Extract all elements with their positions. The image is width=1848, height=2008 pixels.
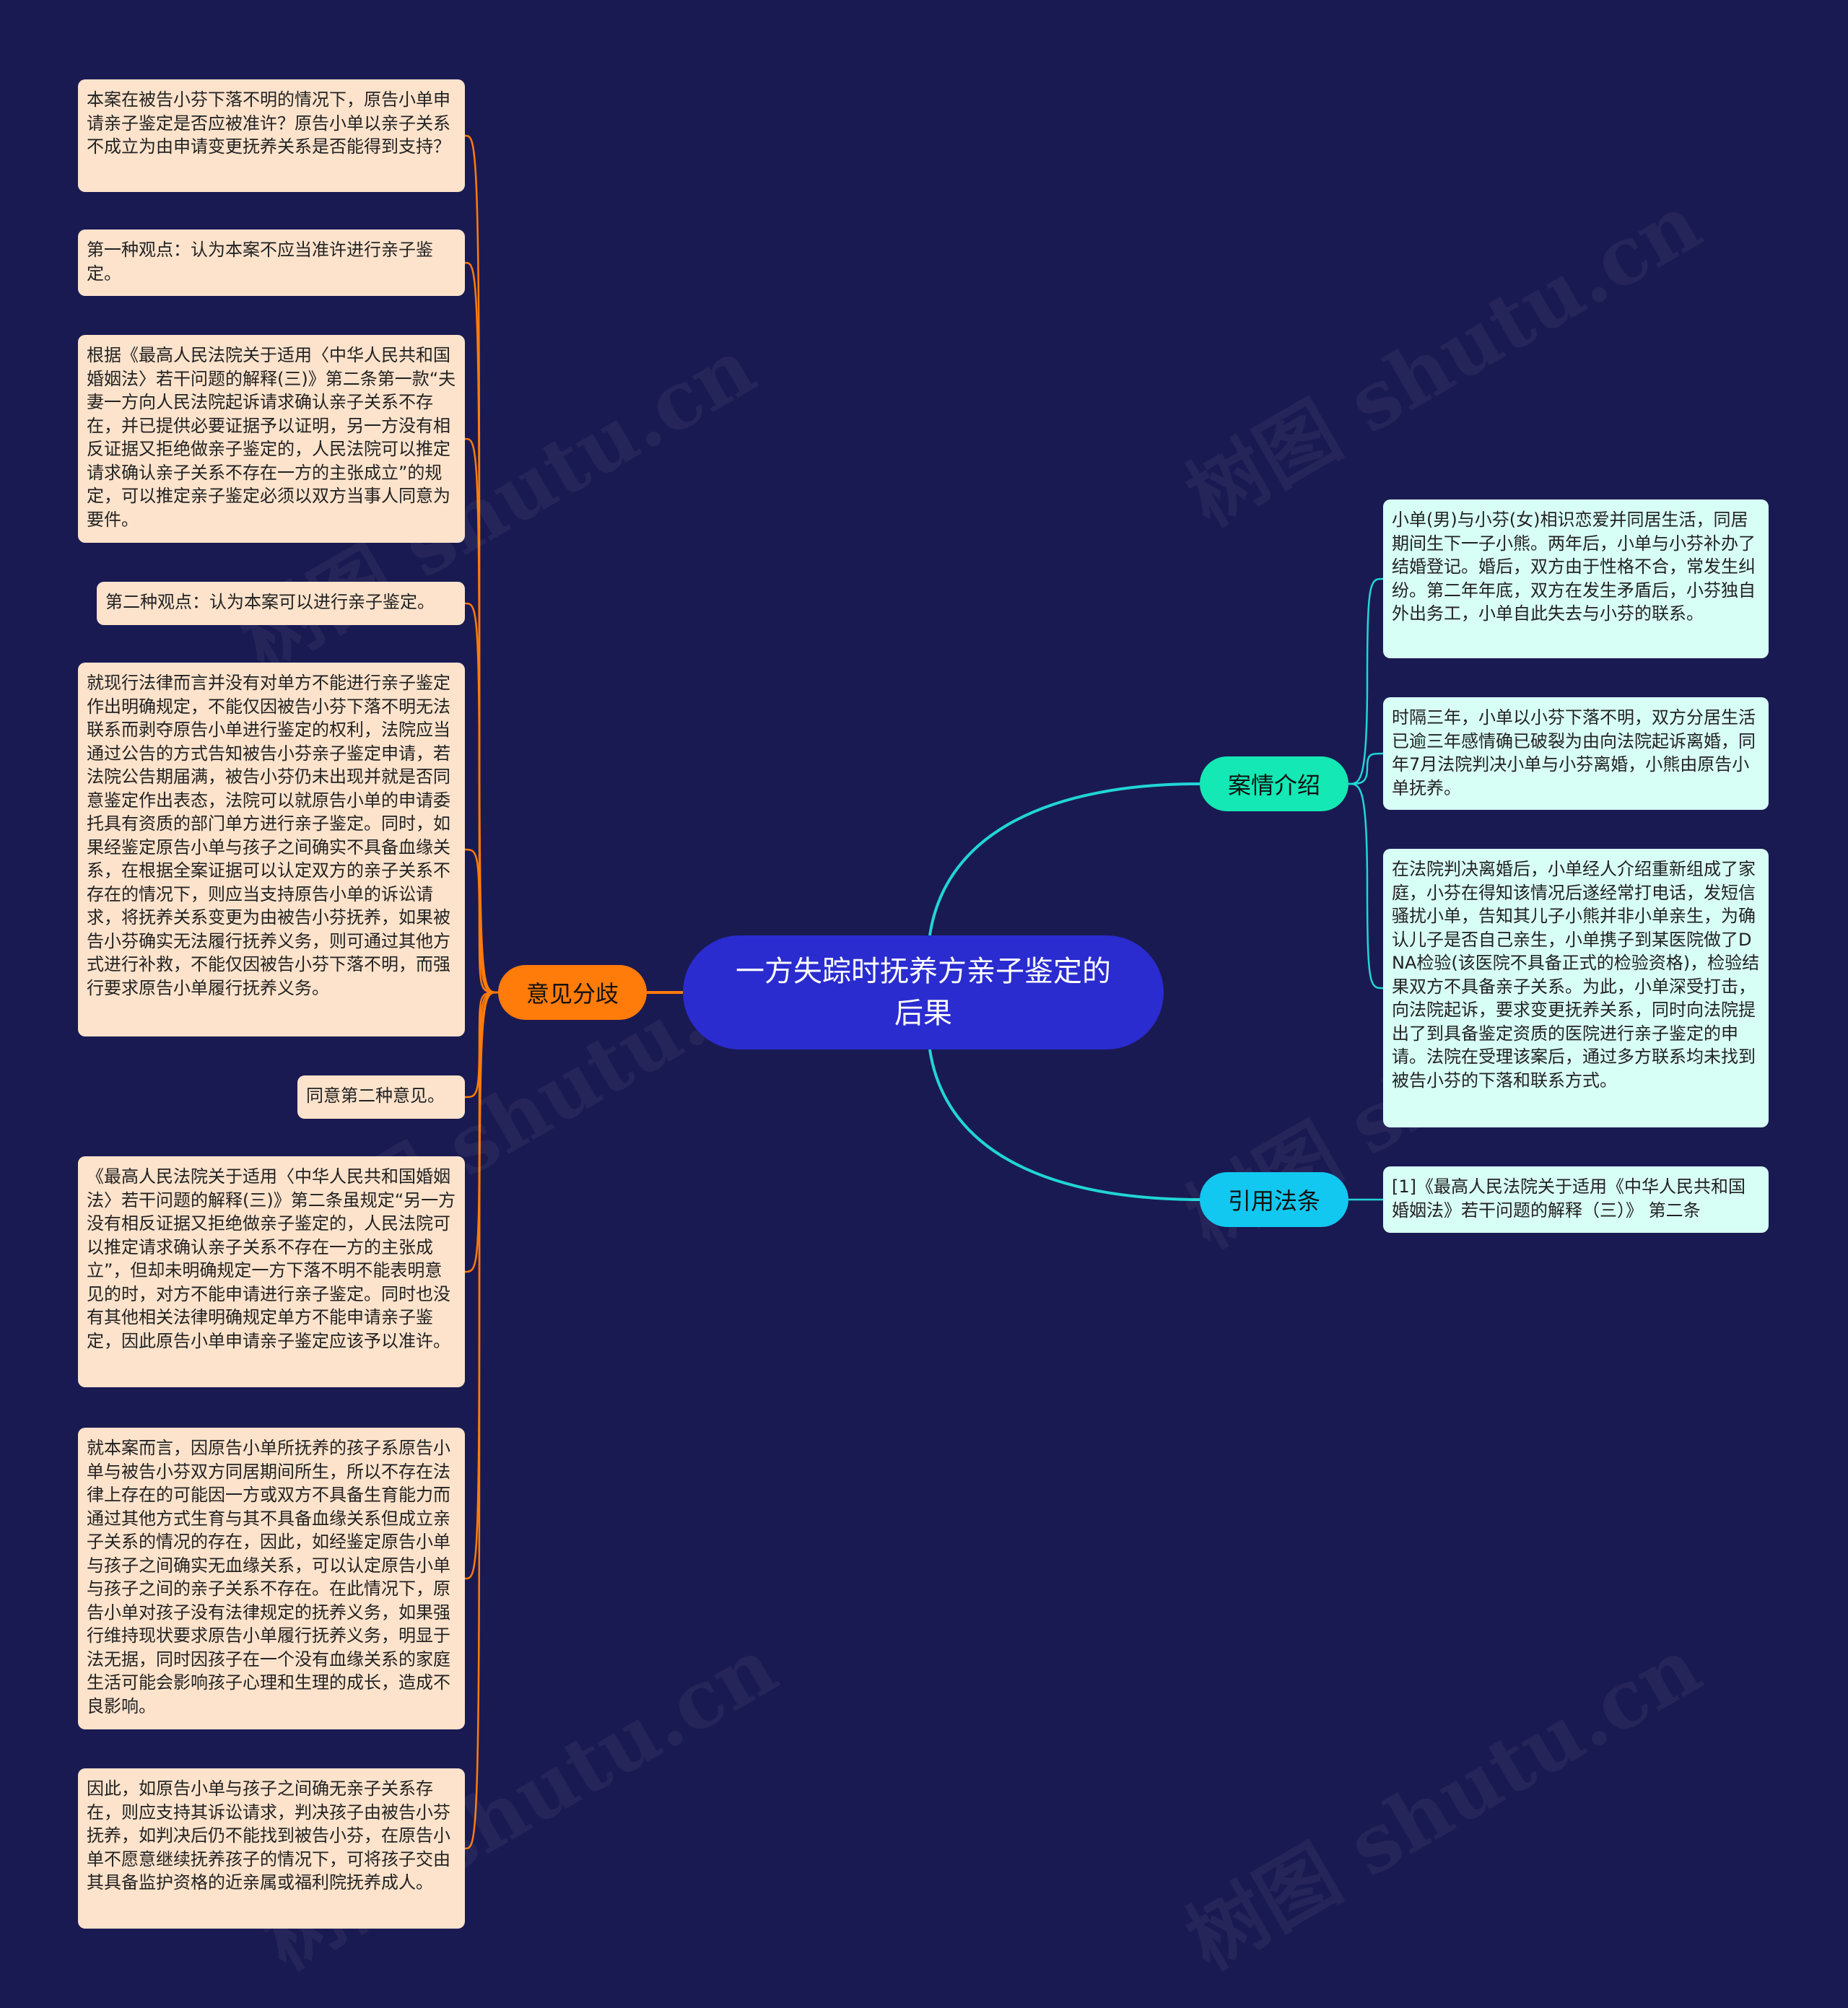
opinion-item[interactable]: 同意第二种意见。 xyxy=(297,1075,465,1119)
edge-root-law xyxy=(928,1049,1200,1201)
edge-opinion-leaf xyxy=(464,991,499,1850)
edge-right-leaf xyxy=(1348,577,1384,785)
edge-right-leaf xyxy=(1348,782,1384,990)
branch-cited-law[interactable]: 引用法条 xyxy=(1200,1172,1348,1227)
opinion-item[interactable]: 就本案而言，因原告小单所抚养的孩子系原告小单与被告小芬双方同居期间所生，所以不存… xyxy=(78,1428,465,1729)
case-item[interactable]: 时隔三年，小单以小芬下落不明，双方分居生活已逾三年感情确已破裂为由向法院起诉离婚… xyxy=(1383,697,1769,810)
edge-root-case xyxy=(928,782,1200,936)
opinion-item[interactable]: 《最高人民法院关于适用〈中华人民共和国婚姻法〉若干问题的解释(三)》第二条虽规定… xyxy=(78,1156,465,1387)
branch-opinions[interactable]: 意见分歧 xyxy=(498,965,647,1020)
opinion-item[interactable]: 第一种观点：认为本案不应当准许进行亲子鉴定。 xyxy=(78,230,465,296)
edge-opinion-leaf xyxy=(464,602,499,994)
edge-right-leaf xyxy=(1348,752,1384,785)
edge-opinion-leaf xyxy=(464,261,499,994)
law-item[interactable]: [1]《最高人民法院关于适用《中华人民共和国婚姻法》若干问题的解释（三）》 第二… xyxy=(1383,1166,1769,1233)
opinion-item[interactable]: 第二种观点：认为本案可以进行亲子鉴定。 xyxy=(97,582,465,625)
opinion-item[interactable]: 就现行法律而言并没有对单方不能进行亲子鉴定作出明确规定，不能仅因被告小芬下落不明… xyxy=(78,663,465,1036)
opinion-item[interactable]: 因此，如原告小单与孩子之间确无亲子关系存在，则应支持其诉讼请求，判决孩子由被告小… xyxy=(78,1768,465,1929)
opinion-item[interactable]: 本案在被告小芬下落不明的情况下，原告小单申请亲子鉴定是否应被准许？原告小单以亲子… xyxy=(78,79,465,192)
opinion-item[interactable]: 根据《最高人民法院关于适用〈中华人民共和国婚姻法〉若干问题的解释(三)》第二条第… xyxy=(78,335,465,543)
edge-opinion-leaf xyxy=(464,848,499,994)
case-item[interactable]: 小单(男)与小芬(女)相识恋爱并同居生活，同居期间生下一子小熊。两年后，小单与小… xyxy=(1383,499,1769,658)
central-topic[interactable]: 一方失踪时抚养方亲子鉴定的后果 xyxy=(683,935,1164,1049)
case-item[interactable]: 在法院判决离婚后，小单经人介绍重新组成了家庭，小芬在得知该情况后遂经常打电话，发… xyxy=(1383,849,1769,1127)
branch-case-intro[interactable]: 案情介绍 xyxy=(1200,756,1348,811)
